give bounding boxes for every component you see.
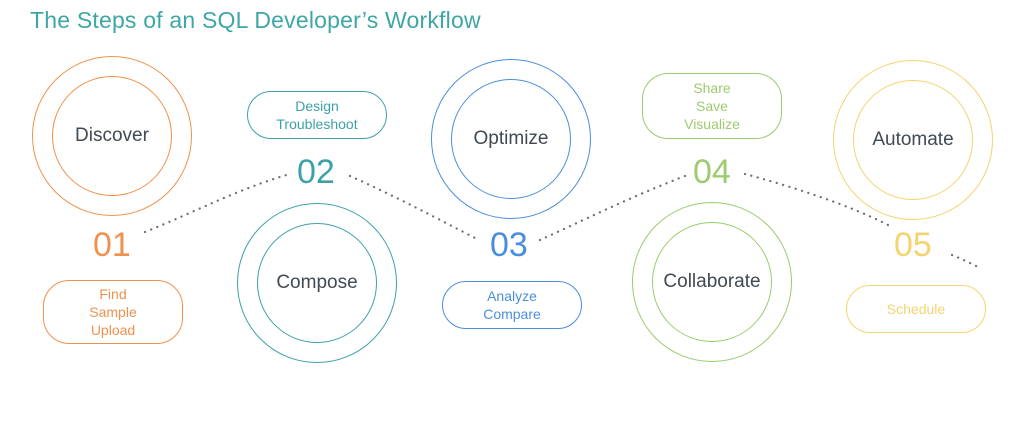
compose-inner-ring [257, 223, 377, 343]
connector-02-03 [348, 174, 477, 240]
task-sample: Sample [89, 304, 137, 320]
task-compare: Compare [483, 306, 541, 322]
task-find: Find [99, 286, 127, 302]
diagram-title: The Steps of an SQL Developer’s Workflow [30, 7, 481, 33]
step-number-01: 01 [93, 226, 131, 264]
compose-tasks: Design Troubleshoot [247, 91, 387, 139]
task-troubleshoot: Troubleshoot [276, 116, 358, 132]
connector-04-05 [743, 172, 892, 228]
collaborate-outer-ring [632, 202, 792, 362]
step-number-04: 04 [693, 153, 731, 191]
task-analyze: Analyze [487, 288, 537, 304]
automate-label: Automate [872, 129, 954, 150]
connector-03-04 [538, 174, 687, 242]
compose-label: Compose [276, 272, 358, 293]
collaborate-label: Collaborate [663, 271, 761, 292]
step-number-03: 03 [490, 226, 528, 264]
discover-outer-ring [32, 56, 192, 216]
automate-outer-ring [833, 60, 993, 220]
discover-inner-ring [52, 76, 172, 196]
collaborate-tasks: Share Save Visualize [642, 73, 782, 139]
collaborate-inner-ring [652, 222, 772, 342]
optimize-inner-ring [451, 79, 571, 199]
task-upload: Upload [90, 322, 136, 338]
step-number-05: 05 [894, 226, 932, 264]
connector-05-end [950, 253, 980, 269]
task-save: Save [696, 98, 728, 114]
optimize-label: Optimize [473, 128, 549, 149]
optimize-outer-ring [431, 59, 591, 219]
automate-inner-ring [853, 80, 973, 200]
task-design: Design [295, 98, 339, 114]
task-share: Share [693, 80, 731, 96]
task-visualize: Visualize [684, 116, 740, 132]
connector-01-02 [143, 172, 292, 234]
discover-tasks: Find Sample Upload [43, 280, 183, 344]
step-number-02: 02 [297, 153, 335, 191]
optimize-tasks: Analyze Compare [442, 281, 582, 329]
automate-tasks: Schedule [846, 285, 986, 333]
compose-outer-ring [237, 203, 397, 363]
task-schedule: Schedule [886, 301, 946, 317]
discover-label: Discover [75, 125, 149, 146]
